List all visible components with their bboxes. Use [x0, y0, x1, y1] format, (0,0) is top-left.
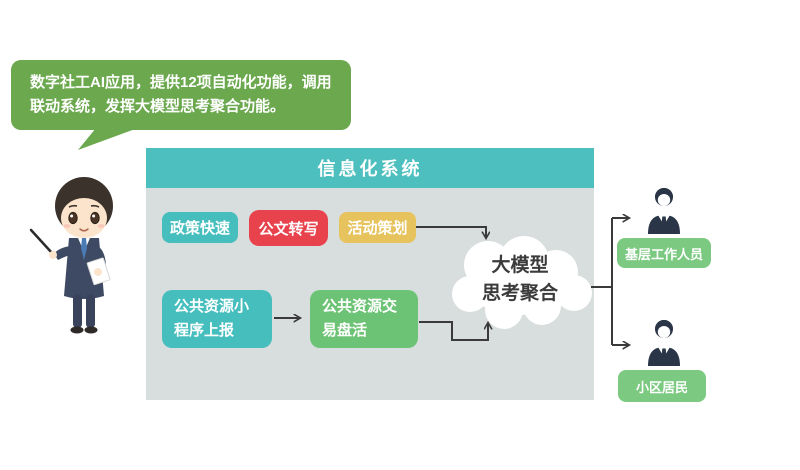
- speech-bubble-text: 数字社工AI应用，提供12项自动化功能，调用联动系统，发挥大模型思考聚合功能。: [30, 74, 332, 115]
- cloud-text-line1: 大模型: [491, 255, 549, 276]
- recipient-label-grassroots-worker: 基层工作人员: [617, 238, 711, 268]
- speech-bubble: 数字社工AI应用，提供12项自动化功能，调用联动系统，发挥大模型思考聚合功能。: [11, 60, 351, 130]
- panel-title: 信息化系统: [146, 148, 594, 188]
- process-box-resource-trade: 公共资源交易盘活: [310, 290, 418, 348]
- process-box-resource-report: 公共资源小程序上报: [162, 290, 272, 348]
- person-icon: [648, 188, 680, 234]
- function-chip-event-planning: 活动策划: [339, 212, 416, 243]
- recipient-label-community-resident: 小区居民: [618, 370, 706, 402]
- presenter-mascot-icon: [29, 177, 113, 334]
- function-chip-document-transcribe: 公文转写: [249, 210, 328, 246]
- function-chip-policy: 政策快速: [162, 212, 238, 243]
- person-icon: [648, 320, 680, 366]
- speech-bubble-tail: [78, 128, 138, 150]
- cloud-text-line2: 思考聚合: [481, 283, 558, 304]
